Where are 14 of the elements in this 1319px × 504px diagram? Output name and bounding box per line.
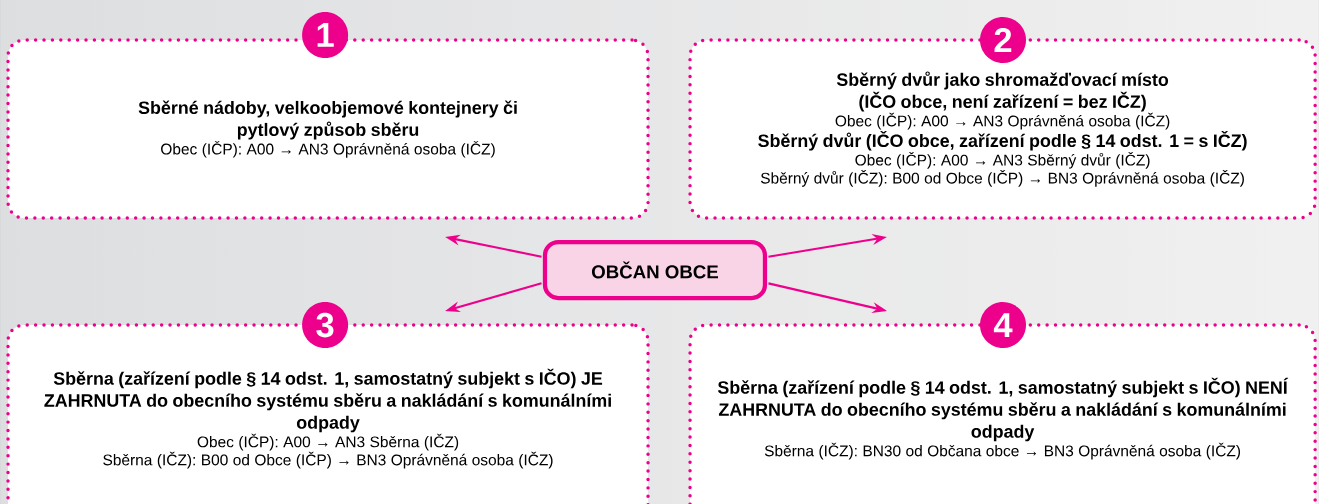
option-text: Sběrný dvůr jako shromažďovací místo (IČO obce, není zařízení = bez IČZ) Obec (IČP): A00 → AN3 Oprávněná osoba (IČZ) Sběrný dvůr (IČO obce, zařízení podle § 14 odst. 1 = s IČZ) Obec (IČP): A00 → AN3 Sběrný dvůr (IČZ) Sběrný dvůr (IČZ): B00 od Obce (IČP) → BN3 Oprávněná osoba (IČZ) — [758, 71, 1247, 187]
number-badge: 2 — [980, 17, 1026, 63]
node-label: Sběrný dvůr (IČO obce, zařízení podle § 14 odst. 1 = s IČZ) — [758, 130, 1247, 151]
option-text: Sběrné nádoby, velkoobjemové kontejnery či pytlový způsob sběru Obec (IČP): A00 → AN3 Oprávněná osoba (IČZ) — [138, 100, 517, 158]
number-badge: 1 — [302, 11, 349, 58]
number-badge: 3 — [302, 302, 349, 349]
number-badge: 4 — [980, 302, 1026, 349]
node-label: Sběrný dvůr (IČZ): B00 od Obce (IČP) → BN3 Oprávněná osoba (IČZ) — [760, 169, 1244, 187]
node-label: Sběrný dvůr jako shromažďovací místo (IČO obce, není zařízení = bez IČZ) — [836, 71, 1169, 112]
option-text: Sběrna (zařízení podle § 14 odst. 1, samostatný subjekt s IČO) NENÍ ZAHRNUTA do obecního systému sběru a nakládání s komunálními odpady Sběrna (IČZ): BN30 od Občana obce → BN3 Oprávněná osoba (IČZ) — [717, 377, 1289, 460]
node-label: Obec (IČP): A00 → AN3 Oprávněná osoba (IČZ) — [835, 112, 1170, 130]
option-text: Sběrna (zařízení podle § 14 odst. 1, samostatný subjekt s IČO) JE ZAHRNUTA do obecního systému sběru a nakládání s komunálními odpady Obec (IČP): A00 → AN3 Sběrna (IČZ) Sběrna (IČZ): B00 od Obce (IČP) → BN3 Oprávněná osoba (IČZ) — [44, 368, 611, 469]
node-label: Obec (IČP): A00 → AN3 Sběrný dvůr (IČZ) — [855, 151, 1150, 169]
citizen-box: OBČAN OBCE — [542, 239, 768, 301]
